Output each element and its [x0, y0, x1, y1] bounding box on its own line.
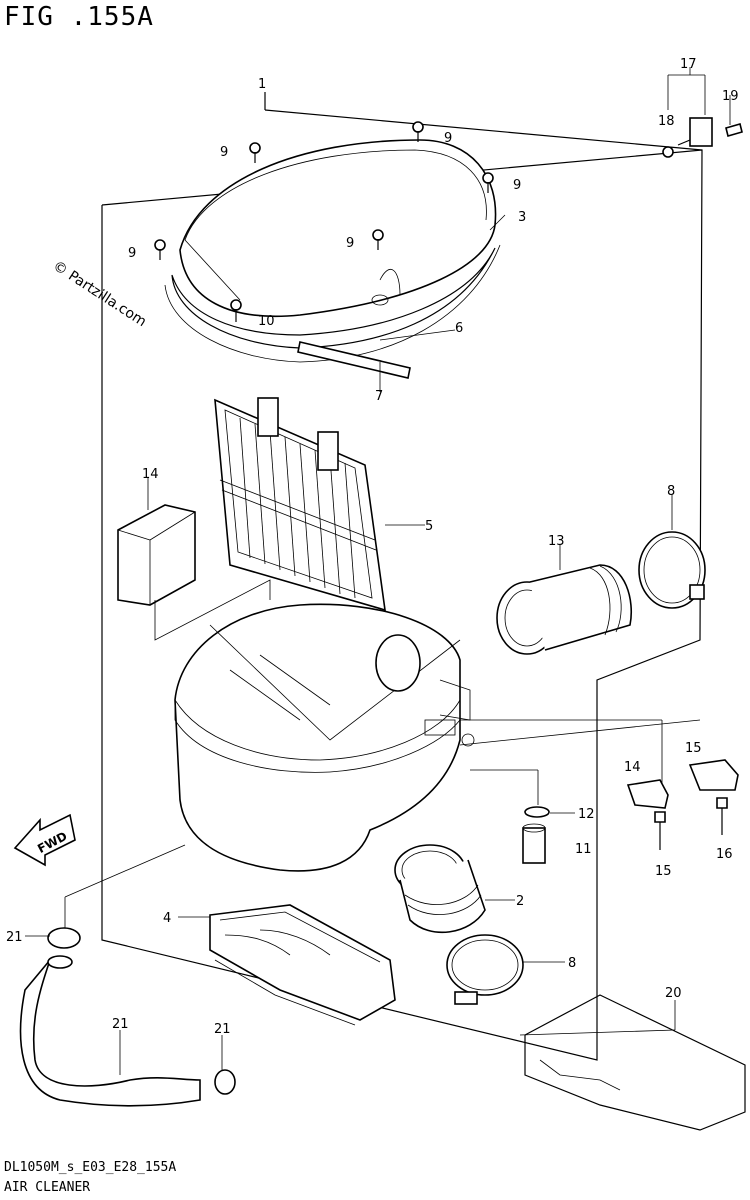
bolt-part-15-right [716, 797, 728, 835]
callout-9a: 9 [220, 145, 228, 160]
callout-9d: 9 [346, 236, 354, 251]
filter-element-part-5 [214, 397, 386, 612]
extra-callouts: 10 [258, 314, 275, 329]
drain-hose-part-20 [19, 959, 201, 1107]
callout-21a: 21 [6, 930, 23, 945]
hose-clamp-part-21-lower [214, 1069, 236, 1095]
callout-6: 6 [455, 321, 463, 336]
callout-8-upper: 8 [667, 484, 675, 499]
drawing-code: DL1050M_s_E03_E28_155A [4, 1160, 177, 1175]
callout-21b: 21 [214, 1022, 231, 1037]
callout-10: 11 [575, 842, 592, 857]
callout-14a: 14 [624, 760, 641, 775]
joint-part-2 [394, 844, 486, 934]
figure-title: FIG .155A [4, 2, 154, 32]
callout-16: 17 [680, 57, 697, 72]
callout-1: 1 [258, 77, 266, 92]
clamp-part-8-lower [446, 934, 524, 1005]
callout-2: 2 [516, 894, 524, 909]
callout-9e: 9 [128, 246, 136, 261]
hose-end [47, 955, 73, 969]
leader-13 [154, 579, 271, 641]
bolt-part-15-left [654, 811, 666, 850]
callout-15b: 16 [716, 847, 733, 862]
clamp-part-8-upper [638, 531, 706, 609]
cover-part-3 [179, 139, 497, 318]
figure-caption: AIR CLEANER [4, 1180, 91, 1195]
callout-labels: 1 2 3 4 5 6 7 8 8 9 9 9 9 9 11 12 13 14 … [6, 57, 739, 1037]
callout-18: 19 [722, 89, 739, 104]
case-part-10 [174, 603, 475, 872]
callout-12: 13 [548, 534, 565, 549]
callout-3: 3 [518, 210, 526, 225]
frame-top-edge [264, 109, 703, 151]
callout-19: 20 [665, 986, 682, 1001]
callout-14b: 15 [685, 741, 702, 756]
duct-part-4 [209, 904, 396, 1026]
callout-9b: 9 [444, 131, 452, 146]
callout-9f: 10 [258, 314, 275, 329]
watermark: © Partzilla.com [50, 258, 149, 330]
plate-part-19 [524, 994, 746, 1131]
forward-arrow-icon: FWD [13, 813, 76, 867]
callout-7: 7 [375, 389, 383, 404]
screw-part-9 [154, 121, 494, 322]
callout-8-lower: 8 [568, 956, 576, 971]
sponge-part-13 [117, 504, 196, 606]
callout-20: 21 [112, 1017, 129, 1032]
callout-17: 18 [658, 114, 675, 129]
callout-11: 12 [578, 807, 595, 822]
bracket-part-14-right [688, 759, 739, 791]
gasket-part-6 [171, 247, 496, 349]
callout-9c: 9 [513, 178, 521, 193]
strip-part-7 [297, 341, 411, 379]
callout-5: 5 [425, 519, 433, 534]
bracket-part-14-left [626, 779, 669, 809]
callout-4: 4 [163, 911, 171, 926]
hose-clamp-part-21-upper [47, 927, 81, 949]
callout-13: 14 [142, 467, 159, 482]
cap-part-11 [522, 806, 550, 864]
funnel-part-12 [496, 564, 632, 655]
sensor-part-16 [662, 117, 743, 158]
leader-lines [25, 67, 731, 1075]
callout-15a: 15 [655, 864, 672, 879]
